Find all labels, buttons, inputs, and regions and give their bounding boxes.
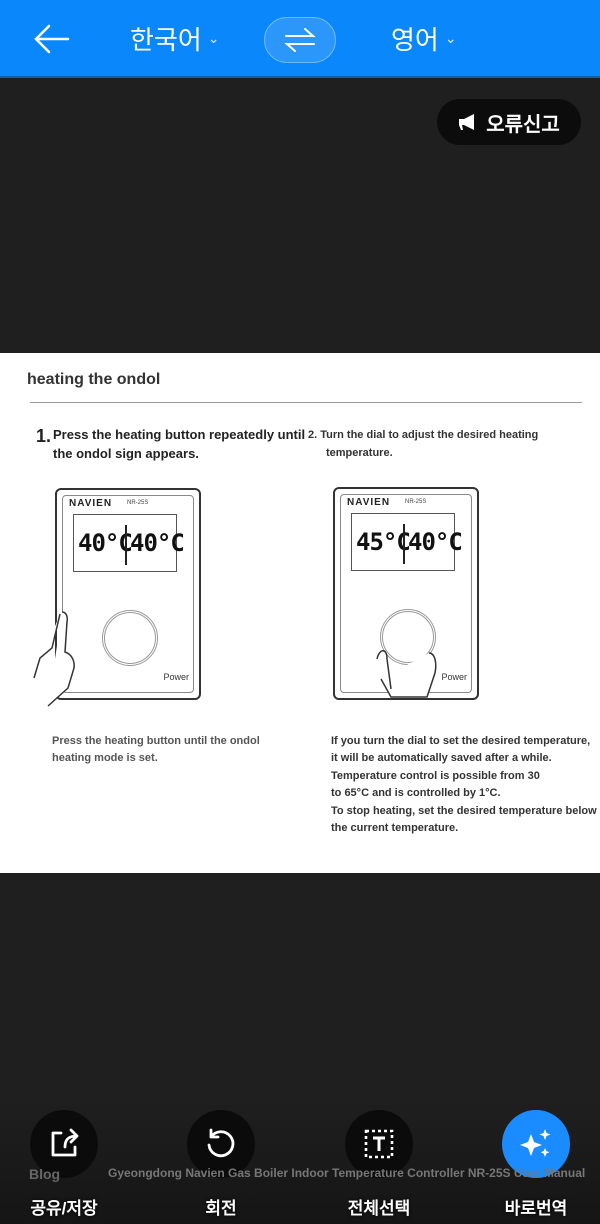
temp-left: 40°C bbox=[78, 529, 133, 557]
source-title: Gyeongdong Navien Gas Boiler Indoor Temp… bbox=[108, 1166, 586, 1180]
rotate-label: 회전 bbox=[205, 1199, 237, 1218]
dial bbox=[380, 609, 436, 665]
step-1-text: Press the heating button repeatedly unti… bbox=[53, 427, 306, 461]
temp-right: 40°C bbox=[408, 528, 463, 556]
caption-line: to 65°C and is controlled by 1°C. bbox=[331, 787, 501, 800]
report-error-button[interactable]: 오류신고 bbox=[437, 99, 581, 145]
select-all-button[interactable]: 전체선택 bbox=[329, 1110, 429, 1219]
step-2: 2. Turn the dial to adjust the desired h… bbox=[308, 426, 548, 462]
swap-icon bbox=[284, 28, 316, 52]
step-1-number: 1. bbox=[36, 426, 52, 446]
device-model: NR-25S bbox=[127, 500, 149, 506]
temp-right: 40°C bbox=[130, 529, 185, 557]
report-error-label: 오류신고 bbox=[486, 113, 560, 136]
step-2-line1: Turn the dial to adjust the desired heat… bbox=[320, 429, 539, 441]
target-language-label: 영어 bbox=[391, 25, 439, 55]
share-icon bbox=[51, 1128, 79, 1157]
back-button[interactable] bbox=[32, 22, 72, 56]
share-save-label: 공유/저장 bbox=[30, 1199, 98, 1218]
arrow-left-icon bbox=[34, 24, 70, 54]
caption-step-2: If you turn the dial to set the desired … bbox=[331, 733, 600, 837]
caption-step-1: Press the heating button until the ondol… bbox=[52, 735, 260, 764]
select-all-label: 전체선택 bbox=[347, 1199, 411, 1218]
swap-languages-button[interactable] bbox=[264, 17, 336, 63]
device-power-label: Power bbox=[441, 672, 467, 682]
caption-line: Temperature control is possible from 30 bbox=[331, 769, 540, 782]
step-2-number: 2. bbox=[308, 429, 318, 441]
source-language-select[interactable]: 한국어 ⌄ bbox=[130, 20, 220, 57]
source-blog-label: Blog bbox=[29, 1166, 61, 1182]
translated-document-image: heating the ondol 1. Press the heating b… bbox=[0, 353, 600, 873]
source-language-label: 한국어 bbox=[130, 25, 202, 55]
instant-translate-label: 바로번역 bbox=[504, 1199, 568, 1218]
temp-left: 45°C bbox=[356, 528, 411, 556]
dial bbox=[102, 610, 158, 666]
caption-line: To stop heating, set the desired tempera… bbox=[331, 804, 597, 817]
share-save-button[interactable]: 공유/저장 bbox=[14, 1110, 114, 1219]
chevron-down-icon: ⌄ bbox=[444, 30, 457, 46]
hand-turning-dial-icon bbox=[376, 650, 437, 698]
top-bar: 한국어 ⌄ 영어 ⌄ bbox=[0, 0, 600, 78]
device-display: 45°C 40°C bbox=[351, 513, 463, 571]
device-brand: NAVIEN bbox=[69, 498, 113, 509]
rotate-icon bbox=[207, 1128, 235, 1158]
device-model: NR-25S bbox=[405, 499, 427, 505]
step-2-line2: temperature. bbox=[326, 447, 393, 459]
controller-illustration-2: NAVIEN NR-25S 45°C 40°C Power bbox=[333, 487, 479, 700]
instant-translate-button[interactable]: 바로번역 bbox=[486, 1110, 586, 1219]
select-all-text-icon bbox=[364, 1129, 394, 1159]
controller-illustration-1: NAVIEN NR-25S 40°C 40°C Power bbox=[33, 488, 201, 707]
doc-title: heating the ondol bbox=[27, 371, 161, 388]
hand-pointing-icon bbox=[33, 611, 75, 707]
sparkle-icon bbox=[520, 1129, 551, 1157]
device-brand: NAVIEN bbox=[347, 497, 391, 508]
divider bbox=[30, 402, 582, 403]
device-power-label: Power bbox=[163, 672, 189, 682]
megaphone-icon bbox=[459, 114, 475, 130]
caption-line: If you turn the dial to set the desired … bbox=[331, 735, 591, 747]
bottom-toolbar bbox=[0, 1100, 600, 1224]
device-display: 40°C 40°C bbox=[73, 514, 185, 572]
target-language-select[interactable]: 영어 ⌄ bbox=[391, 20, 457, 57]
caption-line: the current temperature. bbox=[331, 822, 459, 835]
chevron-down-icon: ⌄ bbox=[207, 30, 220, 46]
rotate-button[interactable]: 회전 bbox=[171, 1110, 271, 1219]
caption-line: it will be automatically saved after a w… bbox=[331, 752, 552, 765]
